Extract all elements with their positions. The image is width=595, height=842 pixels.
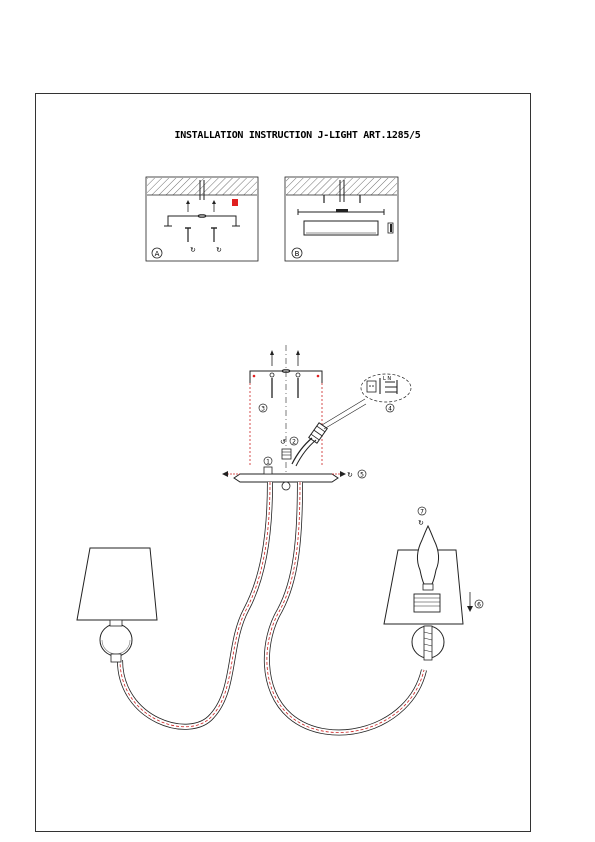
step-label-2: 2 <box>292 439 296 446</box>
right-lamp <box>383 524 464 661</box>
hatched-ceiling-icon <box>286 178 397 195</box>
hatched-ceiling-icon <box>147 178 257 195</box>
panel-b: B <box>284 176 399 262</box>
step-label-a: A <box>155 250 160 258</box>
arrow-icon <box>332 471 346 477</box>
step-label-b: B <box>295 250 300 258</box>
screw-icon <box>295 350 301 398</box>
document-frame <box>35 93 531 832</box>
wire-colors-label: L N <box>383 376 391 382</box>
connector-block-icon <box>232 199 238 206</box>
arrow-icon <box>467 592 473 612</box>
terminal-block-icon <box>308 422 328 444</box>
rotate-icon: ↻ <box>347 471 353 479</box>
screw-icon <box>269 350 275 398</box>
left-lamp <box>76 547 158 663</box>
screw-icon <box>185 200 191 242</box>
step-label-7: 7 <box>420 509 424 516</box>
step-label-6: 6 <box>477 602 481 609</box>
rotate-icon: ↺ <box>280 438 286 446</box>
step-label-1: 1 <box>266 459 270 466</box>
panel-a: ↻ ↻ A <box>145 176 259 262</box>
rotate-icon: ↻ <box>418 519 424 527</box>
step-label-3: 3 <box>261 406 265 413</box>
screw-icon <box>211 200 217 242</box>
bulb-icon <box>416 524 440 591</box>
rotate-icon: ↻ <box>216 246 222 254</box>
step-label-4: 4 <box>388 406 392 413</box>
document-title: INSTALLATION INSTRUCTION J-LIGHT ART.128… <box>174 130 421 141</box>
rotate-icon: ↻ <box>190 246 196 254</box>
arrow-icon <box>222 471 240 477</box>
main-fixture: 3 L N 4 2 ↺ 1 <box>76 345 484 736</box>
step-label-5: 5 <box>360 472 364 479</box>
